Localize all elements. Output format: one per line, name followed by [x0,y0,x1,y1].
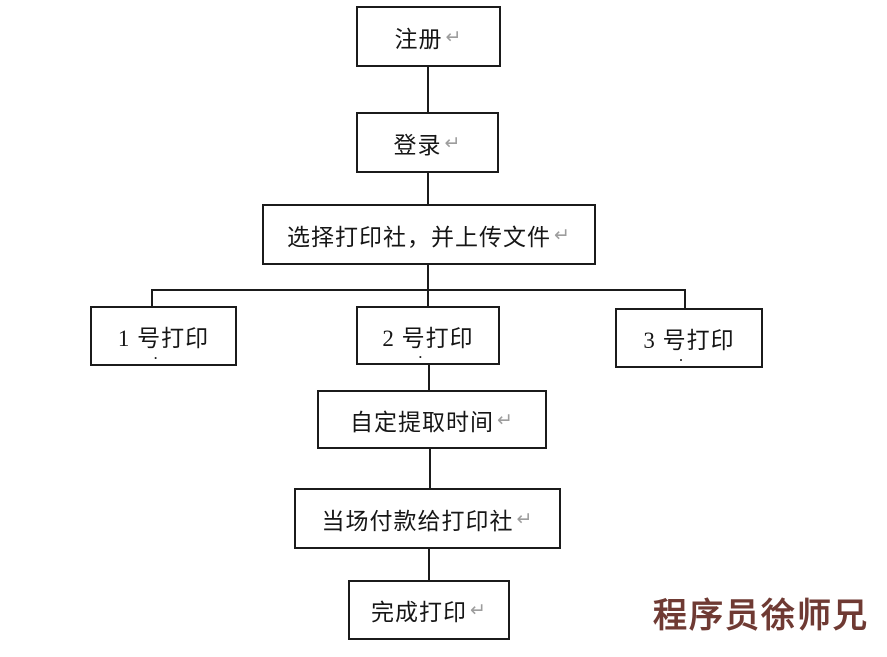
node-label: 自定提取时间 [350,409,495,435]
node-label: 2 号打印 [382,325,474,351]
watermark-text: 程序员徐师兄 [653,598,869,635]
connector-stub-print1 [151,289,153,307]
flow-node-login: 登录↵ [356,112,499,173]
node-label: 当场付款给打印社 [321,508,514,534]
flow-node-register: 注册↵ [356,6,501,67]
node-label: 注册 [394,26,443,52]
connector-pay-finish [428,548,430,581]
flow-node-print3: 3 号打印 . [615,308,763,368]
flow-node-finish: 完成打印↵ [348,580,510,640]
node-label: 3 号打印 [643,328,735,353]
node-label: 完成打印 [371,600,468,625]
flow-node-print2: 2 号打印 . [356,306,500,365]
node-label: 登录 [393,132,442,158]
connector-register-login [427,66,429,113]
connector-login-select [427,172,429,205]
connector-print2-pickup [428,364,430,391]
node-label: 1 号打印 [117,326,210,351]
branch-dot: . [418,343,424,362]
flow-node-print1: 1 号打印 . [90,306,237,366]
return-mark-icon: ↵ [470,599,487,621]
return-mark-icon: ↵ [554,223,571,246]
connector-stub-print3 [684,289,686,309]
branch-dot: . [678,346,685,365]
flow-node-pay-onsite: 当场付款给打印社↵ [294,488,561,549]
flow-node-select-shop: 选择打印社，并上传文件↵ [262,204,596,265]
connector-branch-horizontal [151,289,686,291]
return-mark-icon: ↵ [444,131,462,154]
node-label: 选择打印社，并上传文件 [287,224,552,250]
return-mark-icon: ↵ [516,507,534,530]
connector-pickup-pay [429,448,431,489]
return-mark-icon: ↵ [445,25,463,48]
return-mark-icon: ↵ [497,408,514,431]
flow-node-pickup-time: 自定提取时间↵ [317,390,547,449]
connector-select-branch [427,264,429,307]
branch-dot: . [153,344,159,363]
